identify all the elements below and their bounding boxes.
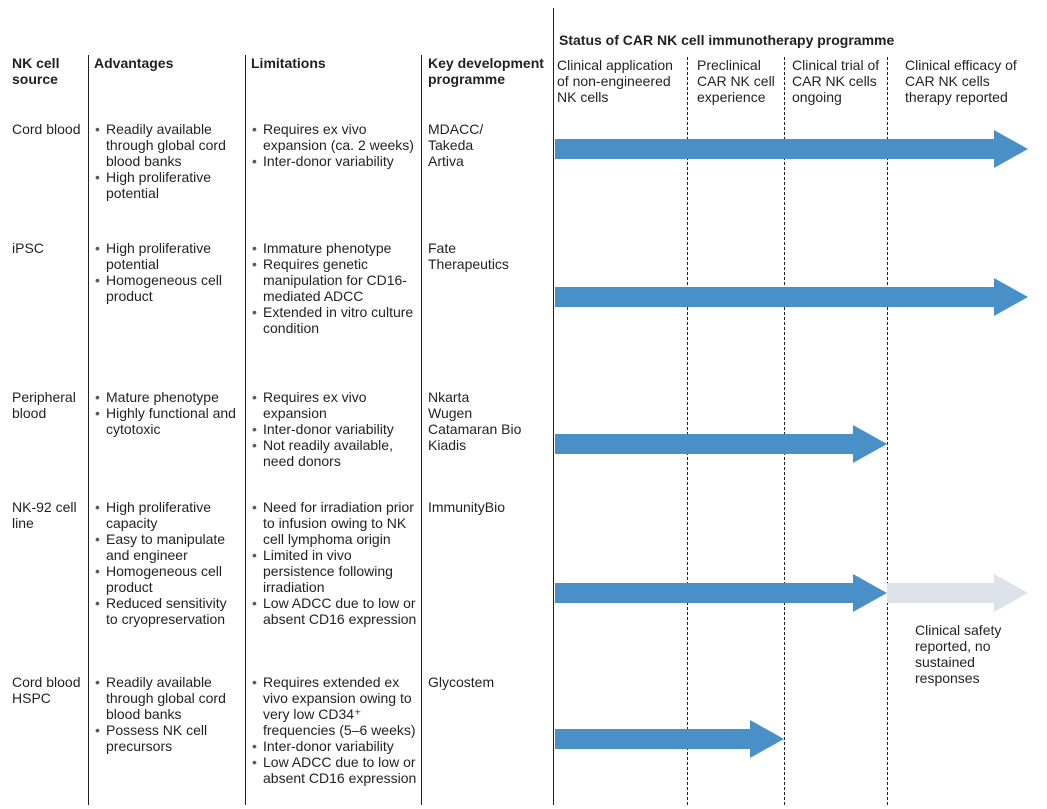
list-item: Reduced sensitivity to cryopreservation xyxy=(94,595,242,627)
separator-status xyxy=(553,8,554,805)
list-item: High proliferative potential xyxy=(94,240,242,272)
row-programmes: MDACC/ Takeda Artiva xyxy=(428,121,552,169)
header-limitations: Limitations xyxy=(251,55,326,71)
list-item: Wugen xyxy=(428,405,473,421)
stage-label-1: Clinical application of non-engineered N… xyxy=(557,57,673,105)
list-item: Possess NK cell precursors xyxy=(94,722,242,754)
row-source: Cord blood HSPC xyxy=(12,674,81,706)
separator-advantages xyxy=(245,55,246,805)
list-item: MDACC/ xyxy=(428,121,484,137)
list-item: Limited in vivo persistence following ir… xyxy=(251,547,419,595)
list-item: Glycostem xyxy=(428,674,495,690)
list-item: Requires genetic manipulation for CD16-m… xyxy=(251,256,419,304)
header-source: NK cell source xyxy=(12,55,60,87)
row-advantages: Readily available through global cord bl… xyxy=(94,121,242,201)
row-limitations: Need for irradiation prior to infusion o… xyxy=(251,499,419,627)
list-item: Highly functional and cytotoxic xyxy=(94,405,242,437)
list-item: Homogeneous cell product xyxy=(94,272,242,304)
list-item: Catamaran Bio xyxy=(428,421,522,437)
list-item: Requires ex vivo expansion (ca. 2 weeks) xyxy=(251,121,419,153)
status-arrow xyxy=(555,574,887,612)
list-item: Nkarta xyxy=(428,389,470,405)
list-item: Readily available through global cord bl… xyxy=(94,121,242,169)
stage-label-4: Clinical efficacy of CAR NK cells therap… xyxy=(905,57,1017,105)
list-item: Inter-donor variability xyxy=(251,421,419,437)
row-limitations: Requires ex vivo expansion (ca. 2 weeks)… xyxy=(251,121,419,169)
row-source: NK-92 cell line xyxy=(12,499,77,531)
stage-divider-3 xyxy=(887,57,888,805)
stage-divider-1 xyxy=(687,57,688,805)
row-source: Peripheral blood xyxy=(12,389,76,421)
row-limitations: Immature phenotype Requires genetic mani… xyxy=(251,240,419,336)
list-item: Inter-donor variability xyxy=(251,738,419,754)
row-source: Cord blood xyxy=(12,121,81,137)
separator-source xyxy=(88,55,89,805)
list-item: Fate xyxy=(428,240,457,256)
list-item: Low ADCC due to low or absent CD16 expre… xyxy=(251,754,419,786)
status-arrow xyxy=(555,720,784,758)
header-advantages: Advantages xyxy=(94,55,174,71)
row-limitations: Requires ex vivo expansion Inter-donor v… xyxy=(251,389,419,469)
row-source: iPSC xyxy=(12,240,44,256)
row-advantages: Mature phenotype Highly functional and c… xyxy=(94,389,242,437)
status-title: Status of CAR NK cell immunotherapy prog… xyxy=(559,32,895,48)
list-item: Easy to manipulate and engineer xyxy=(94,531,242,563)
list-item: Extended in vitro culture condition xyxy=(251,304,419,336)
row-programmes: Glycostem xyxy=(428,674,552,690)
list-item: Inter-donor variability xyxy=(251,153,419,169)
row-advantages: High proliferative capacity Easy to mani… xyxy=(94,499,242,627)
list-item: Mature phenotype xyxy=(94,389,242,405)
status-arrow xyxy=(555,425,887,463)
list-item: Not readily available, need donors xyxy=(251,437,419,469)
list-item: Therapeutics xyxy=(428,256,509,272)
separator-limitations xyxy=(421,55,422,805)
list-item: Readily available through global cord bl… xyxy=(94,674,242,722)
list-item: Low ADCC due to low or absent CD16 expre… xyxy=(251,595,419,627)
list-item: ImmunityBio xyxy=(428,499,506,515)
row-programmes: Nkarta Wugen Catamaran Bio Kiadis xyxy=(428,389,552,453)
stage-label-3: Clinical trial of CAR NK cells ongoing xyxy=(792,57,880,105)
extension-note: Clinical safety reported, no sustained r… xyxy=(915,622,1002,686)
list-item: Homogeneous cell product xyxy=(94,563,242,595)
header-programme: Key development programme xyxy=(428,55,544,87)
list-item: Requires extended ex vivo expansion owin… xyxy=(251,674,419,738)
status-arrow-extension xyxy=(887,574,1028,612)
list-item: Artiva xyxy=(428,153,464,169)
status-arrow xyxy=(555,130,1028,168)
stage-label-2: Preclinical CAR NK cell experience xyxy=(697,57,775,105)
list-item: Immature phenotype xyxy=(251,240,419,256)
stage-divider-2 xyxy=(784,57,785,805)
row-advantages: High proliferative potential Homogeneous… xyxy=(94,240,242,304)
list-item: High proliferative potential xyxy=(94,169,242,201)
list-item: Need for irradiation prior to infusion o… xyxy=(251,499,419,547)
list-item: Takeda xyxy=(428,137,474,153)
row-advantages: Readily available through global cord bl… xyxy=(94,674,242,754)
list-item: Kiadis xyxy=(428,437,467,453)
status-arrow xyxy=(555,278,1028,316)
list-item: High proliferative capacity xyxy=(94,499,242,531)
row-programmes: Fate Therapeutics xyxy=(428,240,552,272)
row-limitations: Requires extended ex vivo expansion owin… xyxy=(251,674,419,786)
row-programmes: ImmunityBio xyxy=(428,499,552,515)
list-item: Requires ex vivo expansion xyxy=(251,389,419,421)
